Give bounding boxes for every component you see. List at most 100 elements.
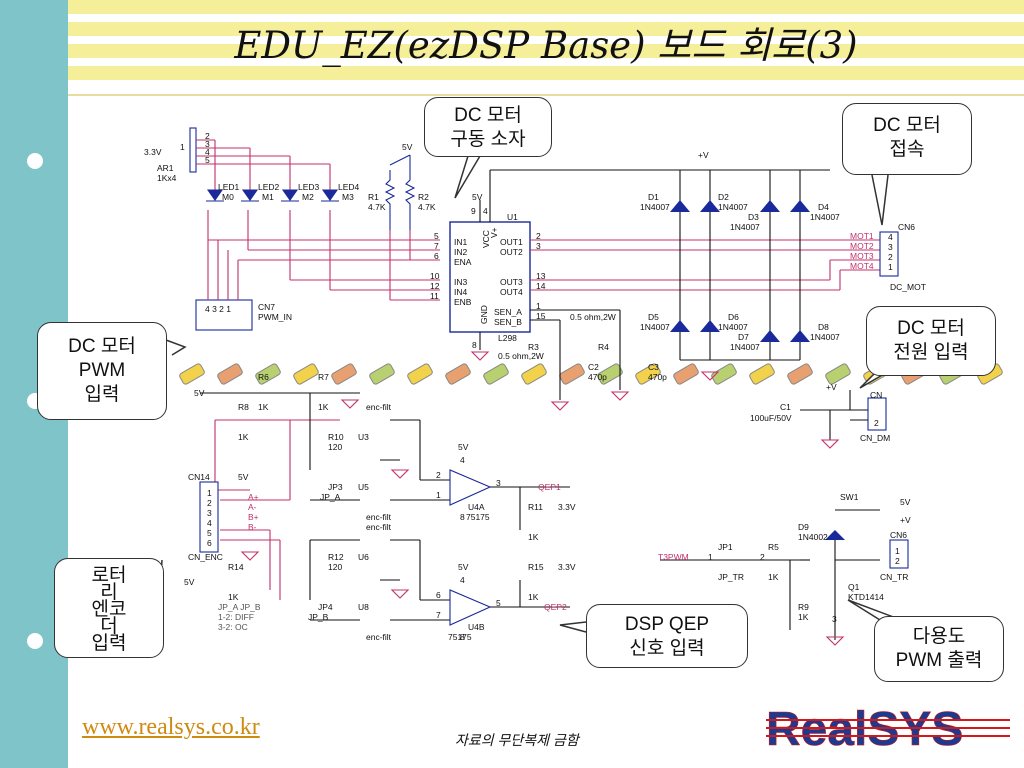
svg-text:5V: 5V bbox=[458, 442, 469, 452]
svg-text:1: 1 bbox=[708, 552, 713, 562]
svg-text:LED4: LED4 bbox=[338, 182, 360, 192]
svg-text:+V: +V bbox=[900, 515, 911, 525]
svg-text:120: 120 bbox=[328, 442, 342, 452]
svg-text:5V: 5V bbox=[458, 562, 469, 572]
svg-text:1N4007: 1N4007 bbox=[810, 212, 840, 222]
svg-text:enc-filt: enc-filt bbox=[366, 522, 392, 532]
svg-text:U1: U1 bbox=[507, 212, 518, 222]
svg-text:CN14: CN14 bbox=[188, 472, 210, 482]
svg-text:enc-filt: enc-filt bbox=[366, 632, 392, 642]
svg-text:2: 2 bbox=[874, 418, 879, 428]
svg-text:R3: R3 bbox=[528, 342, 539, 352]
svg-text:3: 3 bbox=[496, 478, 501, 488]
svg-text:CN7: CN7 bbox=[258, 302, 275, 312]
led-symbols bbox=[206, 189, 339, 202]
svg-text:R7: R7 bbox=[318, 372, 329, 382]
svg-text:D1: D1 bbox=[648, 192, 659, 202]
svg-text:1: 1 bbox=[536, 301, 541, 311]
svg-text:MOT3: MOT3 bbox=[850, 251, 874, 261]
svg-text:1K: 1K bbox=[768, 572, 779, 582]
svg-text:C1: C1 bbox=[780, 402, 791, 412]
svg-text:SEN_A: SEN_A bbox=[494, 307, 522, 317]
svg-text:R14: R14 bbox=[228, 562, 244, 572]
svg-text:8: 8 bbox=[460, 512, 465, 522]
svg-text:R15: R15 bbox=[528, 562, 544, 572]
svg-text:15: 15 bbox=[536, 311, 546, 321]
svg-text:enc-filt: enc-filt bbox=[366, 512, 392, 522]
svg-text:5V: 5V bbox=[184, 577, 195, 587]
svg-text:OUT3: OUT3 bbox=[500, 277, 523, 287]
svg-text:GND: GND bbox=[479, 305, 489, 324]
pencil-bullet-icon bbox=[293, 363, 319, 385]
svg-text:LED2: LED2 bbox=[258, 182, 280, 192]
svg-text:6: 6 bbox=[436, 590, 441, 600]
svg-text:QEP2: QEP2 bbox=[544, 602, 567, 612]
realsys-logo: RealSYS bbox=[766, 703, 1010, 756]
labels-right: SW1 5V +V D9 1N4002 CN6 1 2 CN_TR T3PWM … bbox=[658, 492, 911, 624]
svg-text:A+: A+ bbox=[248, 492, 259, 502]
svg-text:2: 2 bbox=[895, 556, 900, 566]
svg-text:1K: 1K bbox=[228, 592, 239, 602]
power-wires bbox=[800, 390, 868, 440]
bullet-dot-icon bbox=[27, 633, 43, 649]
svg-text:D8: D8 bbox=[818, 322, 829, 332]
svg-text:V+: V+ bbox=[489, 227, 499, 238]
svg-text:MOT2: MOT2 bbox=[850, 241, 874, 251]
svg-text:C2: C2 bbox=[588, 362, 599, 372]
svg-text:2: 2 bbox=[888, 252, 893, 262]
svg-text:2: 2 bbox=[536, 231, 541, 241]
svg-text:CN: CN bbox=[870, 390, 882, 400]
svg-text:PWM_IN: PWM_IN bbox=[258, 312, 292, 322]
svg-text:1: 1 bbox=[207, 488, 212, 498]
svg-text:KTD1414: KTD1414 bbox=[848, 592, 884, 602]
pencil-bullet-icon bbox=[711, 363, 737, 385]
svg-text:1K: 1K bbox=[238, 432, 249, 442]
pencil-bullet-icon bbox=[369, 363, 395, 385]
pencil-bullet-icon bbox=[787, 363, 813, 385]
svg-text:U4B: U4B bbox=[468, 622, 485, 632]
svg-text:6: 6 bbox=[434, 251, 439, 261]
pencil-bullet-icon bbox=[255, 363, 281, 385]
svg-text:M0: M0 bbox=[222, 192, 234, 202]
svg-text:1N4007: 1N4007 bbox=[810, 332, 840, 342]
svg-text:2: 2 bbox=[760, 552, 765, 562]
svg-text:4.7K: 4.7K bbox=[418, 202, 436, 212]
svg-text:4: 4 bbox=[483, 206, 488, 216]
svg-text:5V: 5V bbox=[900, 497, 911, 507]
svg-text:470p: 470p bbox=[588, 372, 607, 382]
svg-text:1: 1 bbox=[888, 262, 893, 272]
svg-text:75175: 75175 bbox=[448, 632, 472, 642]
svg-text:5: 5 bbox=[207, 528, 212, 538]
svg-text:MOT1: MOT1 bbox=[850, 231, 874, 241]
pencil-bullet-icon bbox=[635, 363, 661, 385]
svg-text:T3PWM: T3PWM bbox=[658, 552, 689, 562]
svg-text:IN4: IN4 bbox=[454, 287, 468, 297]
svg-text:2: 2 bbox=[436, 470, 441, 480]
cn-dm-connector bbox=[867, 397, 887, 431]
pencil-bullet-icon bbox=[749, 363, 775, 385]
svg-text:ENB: ENB bbox=[454, 297, 472, 307]
footer-url-link[interactable]: www.realsys.co.kr bbox=[82, 714, 260, 740]
svg-text:R11: R11 bbox=[528, 502, 543, 512]
svg-text:1: 1 bbox=[436, 490, 441, 500]
svg-text:+V: +V bbox=[826, 382, 837, 392]
svg-text:JP4: JP4 bbox=[318, 602, 333, 612]
svg-text:U4A: U4A bbox=[468, 502, 485, 512]
svg-text:JP_A: JP_A bbox=[320, 492, 341, 502]
encoder-wires bbox=[214, 419, 340, 600]
svg-text:C3: C3 bbox=[648, 362, 659, 372]
svg-text:CN6: CN6 bbox=[890, 530, 907, 540]
svg-text:IN2: IN2 bbox=[454, 247, 468, 257]
svg-text:JP_B: JP_B bbox=[308, 612, 329, 622]
svg-text:MOT4: MOT4 bbox=[850, 261, 874, 271]
cn6-connector bbox=[879, 231, 899, 277]
pencil-bullet-icon bbox=[407, 363, 433, 385]
svg-text:9: 9 bbox=[471, 206, 476, 216]
svg-text:5V: 5V bbox=[194, 388, 205, 398]
svg-text:VCC: VCC bbox=[481, 230, 491, 248]
cn-tr-connector bbox=[889, 539, 909, 569]
